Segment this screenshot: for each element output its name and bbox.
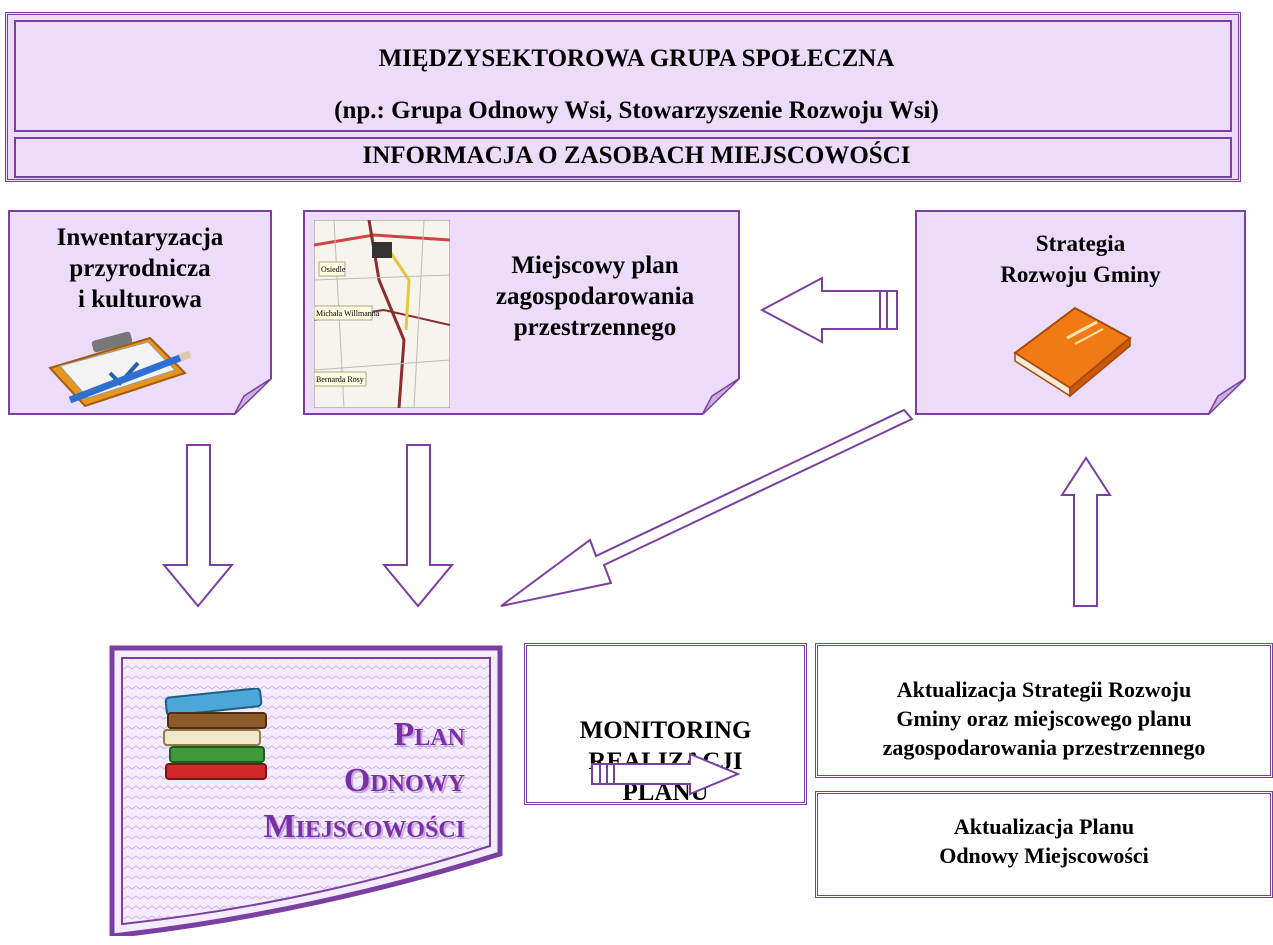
local-plan-title: Miejscowy plan zagospodarowania przestrz… bbox=[455, 250, 735, 343]
header-inner-box bbox=[14, 20, 1232, 132]
update-strategy-box bbox=[815, 643, 1273, 778]
update-strategy-line-2: Gminy oraz miejscowego planu bbox=[896, 706, 1192, 731]
local-plan-line-1: Miejscowy plan bbox=[511, 252, 679, 279]
update-strategy-line-3: zagospodarowania przestrzennego bbox=[882, 735, 1206, 760]
strategy-line-1: Strategia bbox=[1035, 231, 1126, 256]
books-stack-icon bbox=[163, 688, 267, 780]
inventory-title: Inwentaryzacja przyrodnicza i kulturowa bbox=[8, 222, 272, 315]
arrow-down-2 bbox=[381, 444, 455, 608]
arrow-down-1 bbox=[161, 444, 235, 608]
inventory-line-1: Inwentaryzacja bbox=[56, 224, 224, 251]
clipboard-icon bbox=[48, 331, 192, 408]
strategy-line-2: Rozwoju Gminy bbox=[1000, 262, 1161, 287]
plan-line-3: Miejscowości bbox=[263, 808, 465, 845]
arrow-up bbox=[1060, 456, 1112, 607]
page-curl-icon bbox=[234, 378, 272, 415]
update-strategy-line-1: Aktualizacja Strategii Rozwoju bbox=[896, 677, 1192, 702]
update-plan-box bbox=[815, 791, 1273, 898]
arrow-left bbox=[759, 276, 898, 344]
arrow-diagonal bbox=[500, 408, 914, 607]
map-image: Osiedle Michała Willmanna Bernarda Rosy bbox=[314, 220, 450, 408]
map-label-2: Michała Willmanna bbox=[316, 309, 380, 318]
strategy-title: Strategia Rozwoju Gminy bbox=[915, 228, 1246, 290]
plan-line-2: Odnowy bbox=[343, 762, 465, 799]
update-plan-line-2: Odnowy Miejscowości bbox=[939, 843, 1149, 868]
local-plan-line-2: zagospodarowania bbox=[495, 283, 695, 310]
page-curl-icon bbox=[702, 378, 740, 415]
map-label-1: Osiedle bbox=[321, 265, 346, 274]
orange-book-icon bbox=[1013, 306, 1132, 398]
header-box bbox=[5, 12, 1241, 182]
plan-title: Plan Odnowy Miejscowości bbox=[150, 712, 465, 850]
inventory-line-2: przyrodnicza bbox=[69, 255, 211, 282]
page-curl-icon bbox=[1208, 378, 1246, 415]
map-label-3: Bernarda Rosy bbox=[316, 375, 364, 384]
inventory-line-3: i kulturowa bbox=[78, 286, 202, 313]
monitoring-line-1: MONITORING bbox=[579, 717, 752, 744]
arrow-right bbox=[591, 752, 741, 796]
info-title: INFORMACJA O ZASOBACH MIEJSCOWOŚCI bbox=[362, 142, 911, 169]
local-plan-line-3: przestrzennego bbox=[513, 314, 677, 341]
info-band bbox=[14, 137, 1232, 178]
header-subtitle: (np.: Grupa Odnowy Wsi, Stowarzyszenie R… bbox=[334, 97, 939, 124]
plan-line-1: Plan bbox=[393, 716, 465, 753]
update-plan-line-1: Aktualizacja Planu bbox=[953, 814, 1135, 839]
update-strategy-title: Aktualizacja Strategii Rozwoju Gminy ora… bbox=[815, 675, 1273, 762]
header-title: MIĘDZYSEKTOROWA GRUPA SPOŁECZNA bbox=[378, 45, 895, 72]
update-plan-title: Aktualizacja Planu Odnowy Miejscowości bbox=[815, 812, 1273, 870]
